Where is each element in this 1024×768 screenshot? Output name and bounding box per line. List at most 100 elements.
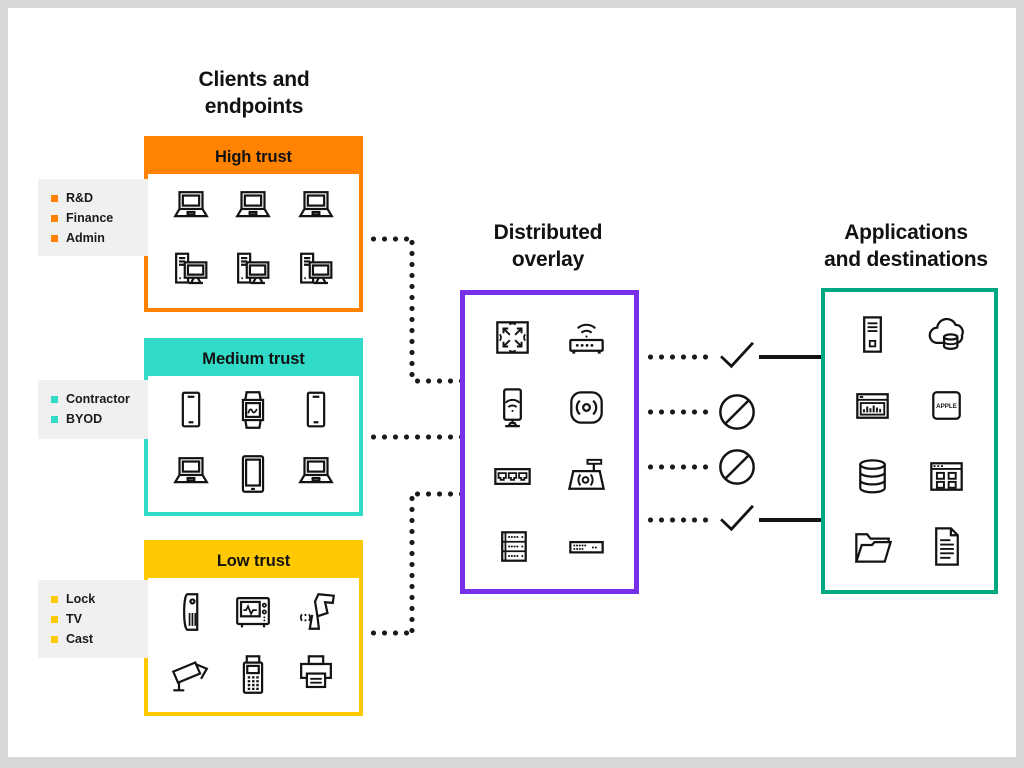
fabric-hub-icon <box>489 314 536 361</box>
folder-icon <box>849 523 896 570</box>
wireless-router-icon <box>563 314 610 361</box>
block-icon <box>717 447 757 487</box>
destinations-icons: APPLE <box>825 292 994 590</box>
low-trust-box: Low trust <box>144 540 363 716</box>
side-label-item: Contractor <box>51 389 148 409</box>
clients-title-line2: endpoints <box>204 95 304 118</box>
apple-app-icon: APPLE <box>923 382 970 429</box>
low-trust-icons <box>148 578 359 712</box>
analytics-app-icon <box>849 382 896 429</box>
dotted-connector <box>645 409 709 415</box>
check-icon <box>718 503 756 533</box>
laptop-icon <box>293 185 339 231</box>
laptop-icon <box>230 185 276 231</box>
side-label-text: Lock <box>66 592 96 606</box>
smartphone-icon <box>293 387 339 433</box>
side-label-text: TV <box>66 612 82 626</box>
side-label-text: Contractor <box>66 392 130 406</box>
medical-monitor-icon <box>230 589 276 635</box>
app-window-icon <box>923 453 970 500</box>
solid-connector <box>759 518 821 522</box>
medium-trust-icons <box>148 376 359 512</box>
overlay-title-line2: overlay <box>511 248 585 271</box>
dotted-connector <box>409 237 415 383</box>
check-icon <box>718 340 756 370</box>
dotted-connector <box>368 434 460 440</box>
side-label-text: Admin <box>66 231 105 245</box>
destinations-title-line2: and destinations <box>824 248 988 271</box>
ethernet-ports-icon <box>489 453 536 500</box>
dotted-connector <box>645 517 709 523</box>
iot-device-icon <box>168 589 214 635</box>
printer-icon <box>293 652 339 698</box>
solid-connector <box>759 355 821 359</box>
side-label-item: Admin <box>51 228 148 248</box>
destinations-title-line1: Applications <box>844 221 968 244</box>
destinations-box: APPLE <box>821 288 998 594</box>
bullet-icon <box>51 234 58 242</box>
medium-trust-box: Medium trust <box>144 338 363 516</box>
side-label-text: R&D <box>66 191 94 205</box>
smartwatch-icon <box>230 387 276 433</box>
laptop-icon <box>293 451 339 497</box>
contactless-pad-icon <box>563 384 610 431</box>
server-rack-icon <box>489 523 536 570</box>
barcode-scanner-icon <box>293 589 339 635</box>
desktop-computer-icon <box>230 248 276 294</box>
side-label-item: R&D <box>51 188 148 208</box>
bullet-icon <box>51 214 58 222</box>
bullet-icon <box>51 595 58 603</box>
outdoor-ap-icon <box>563 453 610 500</box>
medium-trust-header: Medium trust <box>148 342 359 376</box>
laptop-icon <box>168 451 214 497</box>
destinations-title: Applications and destinations <box>776 219 1024 273</box>
overlay-title: Distributed overlay <box>448 219 648 273</box>
dotted-connector <box>645 354 709 360</box>
dotted-connector <box>412 491 460 497</box>
document-icon <box>923 523 970 570</box>
security-camera-icon <box>168 652 214 698</box>
database-icon <box>849 453 896 500</box>
high-trust-header: High trust <box>148 140 359 174</box>
side-label-item: Lock <box>51 589 148 609</box>
distributed-overlay-box <box>460 290 639 594</box>
pos-terminal-icon <box>230 652 276 698</box>
dotted-connector <box>412 378 460 384</box>
side-label-item: BYOD <box>51 409 148 429</box>
side-label-text: BYOD <box>66 412 103 426</box>
dotted-connector <box>645 464 709 470</box>
tablet-icon <box>230 451 276 497</box>
overlay-title-line1: Distributed <box>493 221 603 244</box>
bullet-icon <box>51 395 58 403</box>
bullet-icon <box>51 415 58 423</box>
side-label-text: Cast <box>66 632 94 646</box>
side-label-item: Finance <box>51 208 148 228</box>
bullet-icon <box>51 615 58 623</box>
high-trust-icons <box>148 174 359 308</box>
network-switch-icon <box>563 523 610 570</box>
side-label-text: Finance <box>66 211 114 225</box>
bullet-icon <box>51 194 58 202</box>
svg-text:APPLE: APPLE <box>936 403 957 410</box>
high-trust-box: High trust <box>144 136 363 312</box>
clients-title: Clients and endpoints <box>124 66 384 120</box>
desktop-computer-icon <box>168 248 214 294</box>
side-label-item: Cast <box>51 629 148 649</box>
overlay-icons <box>465 295 634 589</box>
dotted-connector <box>368 630 414 636</box>
smartphone-icon <box>168 387 214 433</box>
dotted-connector <box>368 236 414 242</box>
wifi-kiosk-icon <box>489 384 536 431</box>
bullet-icon <box>51 635 58 643</box>
low-trust-header: Low trust <box>148 544 359 578</box>
block-icon <box>717 392 757 432</box>
app-server-icon <box>849 312 896 359</box>
laptop-icon <box>168 185 214 231</box>
dotted-connector <box>409 493 415 635</box>
clients-title-line1: Clients and <box>198 68 310 91</box>
desktop-computer-icon <box>293 248 339 294</box>
